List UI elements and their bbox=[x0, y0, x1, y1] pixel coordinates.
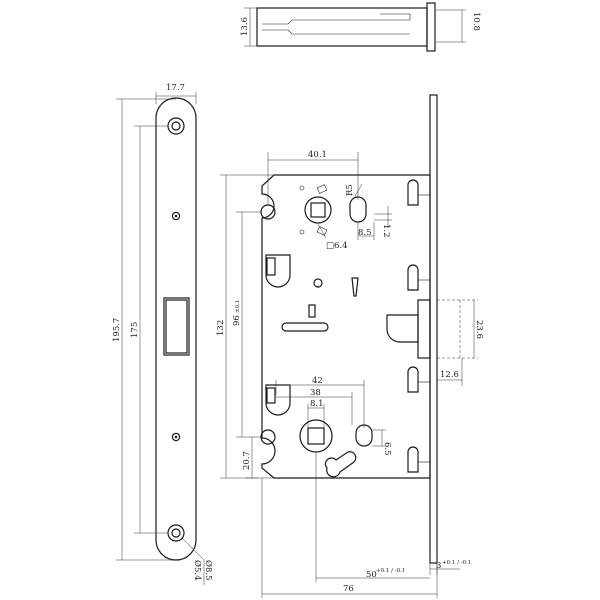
dim-backset-tol: +0.1 / -0.1 bbox=[376, 568, 405, 574]
dim-bolt-head: 10.8 bbox=[471, 12, 481, 31]
dim-radius: R5 bbox=[345, 184, 355, 196]
dim-bottom-offset: 20.7 bbox=[242, 451, 252, 470]
dim-bolt-height: 13.6 bbox=[240, 17, 250, 36]
dim-latch-projection: 12.6 bbox=[440, 370, 459, 380]
dim-spindle-square: □6.4 bbox=[326, 241, 348, 251]
dim-lower-span-38: 38 bbox=[310, 388, 321, 398]
dim-spindle-offset: 8.5 bbox=[358, 228, 372, 238]
faceplate-front-view: 17.7 195.7 175 Ø8.5 Ø5.4 bbox=[112, 83, 214, 585]
dim-faceplate-thickness-tol: +0.1 / -0.1 bbox=[442, 560, 471, 566]
lock-case-body bbox=[260, 94, 438, 564]
dim-total-depth: 76 bbox=[343, 584, 354, 594]
dim-backset: 50 bbox=[366, 570, 377, 580]
dim-spindle-small: 1.2 bbox=[381, 224, 391, 238]
dim-lower-square: 8.1 bbox=[310, 399, 324, 409]
dim-hole-d2: Ø5.4 bbox=[192, 560, 203, 581]
dim-spindle-centres: 40.1 bbox=[308, 150, 327, 160]
dim-faceplate-hole-spacing: 175 bbox=[130, 322, 140, 338]
dim-case-height: 132 bbox=[216, 320, 226, 336]
dim-faceplate-width: 17.7 bbox=[166, 83, 185, 93]
dim-faceplate-thickness: 3 bbox=[436, 561, 441, 571]
dim-faceplate-length: 195.7 bbox=[112, 318, 122, 342]
dim-latch-height: 23.6 bbox=[474, 320, 484, 339]
dim-handle-to-key: 96 bbox=[232, 315, 242, 326]
case-dimensions: 40.1 R5 8.5 1.2 □6.4 132 96 ±0.1 20.7 bbox=[216, 150, 484, 598]
dim-handle-to-key-tol: ±0.1 bbox=[235, 300, 241, 313]
dim-lower-small: 6.5 bbox=[382, 442, 392, 456]
dim-lower-span-42: 42 bbox=[312, 376, 323, 386]
case-screw-bosses bbox=[407, 179, 430, 473]
latch-bolt-top-view: 13.6 10.8 bbox=[240, 2, 481, 52]
dim-hole-d1: Ø8.5 bbox=[203, 560, 214, 581]
